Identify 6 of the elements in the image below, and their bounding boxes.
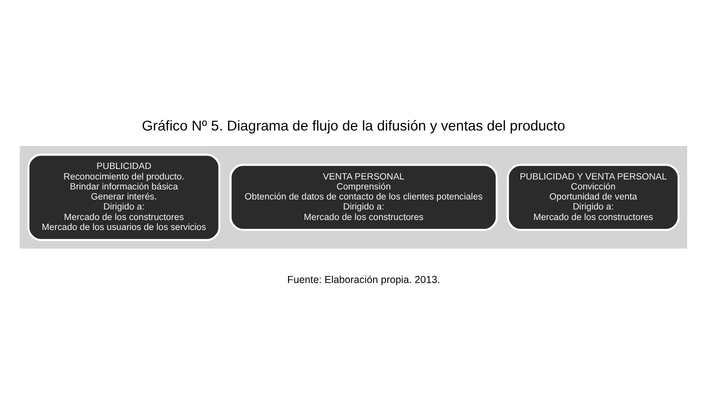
caption: Fuente: Elaboración propia. 2013. <box>287 275 440 286</box>
node-box: PUBLICIDAD Y VENTA PERSONAL Convicción Oportunidad de venta Dirigido a: Mercado de los constructores <box>506 164 680 231</box>
node-box: PUBLICIDAD Reconocimiento del producto. Brindar información básica Generar interés. Dirigido a: Mercado de los constructores Mercado de los usuarios de los servicios <box>27 154 220 242</box>
diagram-title: Gráfico Nº 5. Diagrama de flujo de la difusión y ventas del producto <box>142 118 566 135</box>
node-box: VENTA PERSONAL Comprensión Obtención de datos de contacto de los clientes potenciales Dirigido a: Mercado de los constructores <box>230 164 498 231</box>
cluster <box>20 146 688 249</box>
